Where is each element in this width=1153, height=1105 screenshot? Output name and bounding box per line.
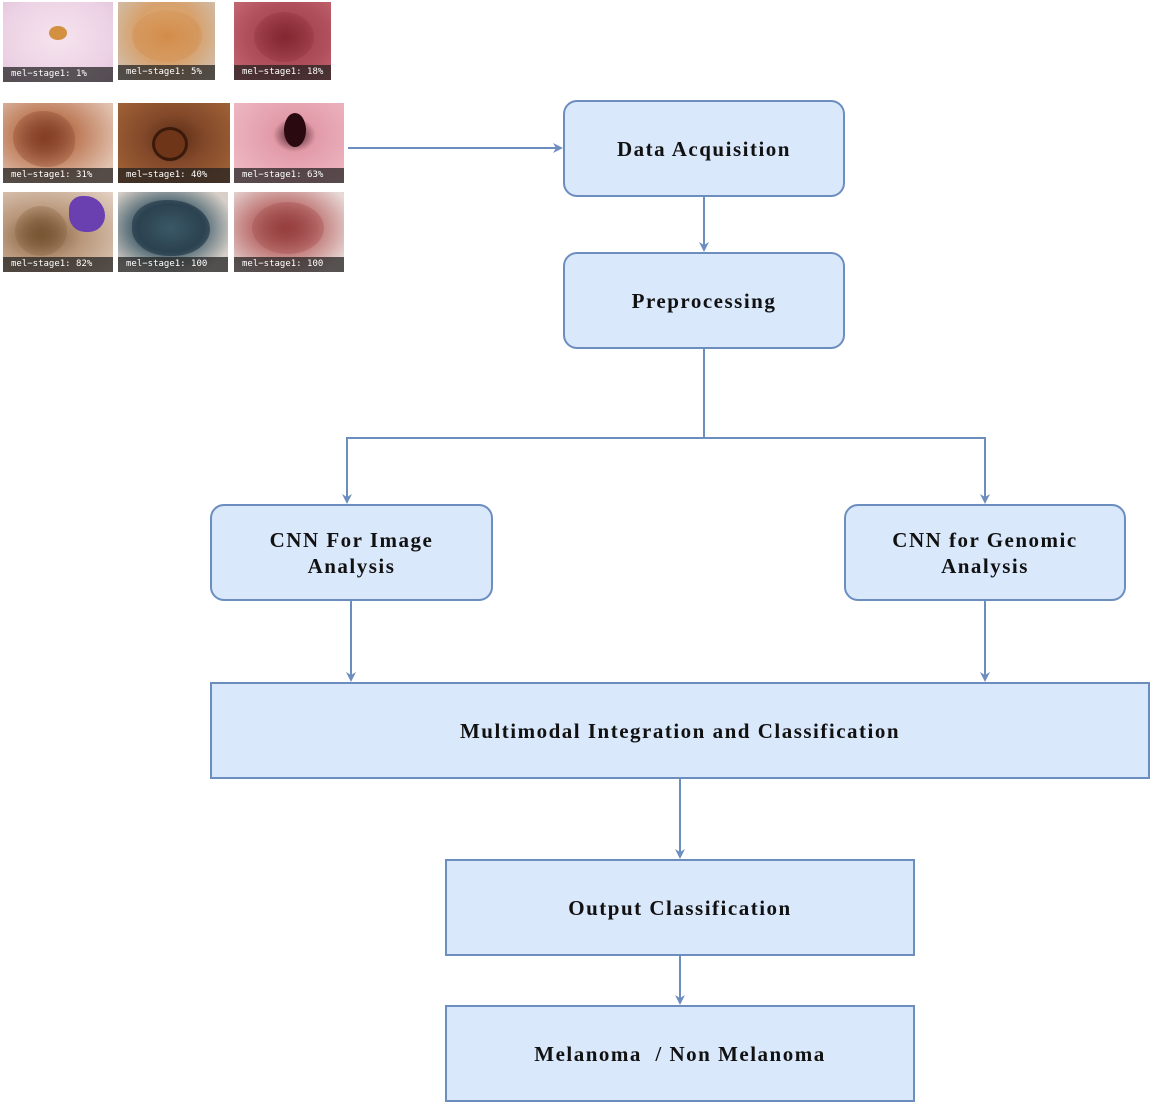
lesion-image-caption: mel−stage1: 5% bbox=[118, 65, 215, 80]
lesion-image-caption: mel−stage1: 63% bbox=[234, 168, 344, 183]
lesion-image-caption: mel−stage1: 100 bbox=[118, 257, 228, 272]
cnn-image-label-line2: Analysis bbox=[307, 553, 396, 578]
output-classification-label: Output Classification bbox=[568, 895, 792, 920]
lesion-spot bbox=[284, 113, 306, 147]
lesion-image-2: mel−stage1: 5% bbox=[118, 2, 215, 80]
multimodal-integration-label: Multimodal Integration and Classificatio… bbox=[459, 718, 901, 743]
lesion-spot bbox=[132, 10, 202, 62]
lesion-spot bbox=[15, 206, 67, 256]
melanoma-result-label: Melanoma / Non Melanoma bbox=[534, 1041, 826, 1066]
lesion-image-1: mel−stage1: 1% bbox=[3, 2, 113, 82]
lesion-spot bbox=[13, 111, 75, 167]
cnn-image-label-line1: CNN For Image bbox=[269, 527, 434, 552]
lesion-image-caption: mel−stage1: 82% bbox=[3, 257, 113, 272]
lesion-spot bbox=[49, 26, 67, 40]
lesion-image-7: mel−stage1: 82% bbox=[3, 192, 113, 272]
lesion-image-caption: mel−stage1: 18% bbox=[234, 65, 331, 80]
lesion-image-4: mel−stage1: 31% bbox=[3, 103, 113, 183]
preprocessing-label: Preprocessing bbox=[631, 288, 777, 313]
lesion-image-3: mel−stage1: 18% bbox=[234, 2, 331, 80]
preprocessing-node: Preprocessing bbox=[563, 252, 845, 349]
lesion-image-8: mel−stage1: 100 bbox=[118, 192, 228, 272]
cnn-genomic-label-line1: CNN for Genomic bbox=[892, 527, 1078, 552]
output-classification-node: Output Classification bbox=[445, 859, 915, 956]
lesion-image-5: mel−stage1: 40% bbox=[118, 103, 230, 183]
data-acquisition-label: Data Acquisition bbox=[617, 136, 791, 161]
lesion-spot bbox=[152, 127, 188, 161]
lesion-image-caption: mel−stage1: 40% bbox=[118, 168, 230, 183]
arrow-split-to-cnn-genomic bbox=[704, 437, 990, 504]
lesion-spot bbox=[254, 12, 314, 62]
ink-mark bbox=[69, 196, 105, 232]
data-acquisition-node: Data Acquisition bbox=[563, 100, 845, 197]
lesion-spot bbox=[252, 202, 324, 254]
lesion-image-caption: mel−stage1: 1% bbox=[3, 67, 113, 82]
cnn-genomic-analysis-node: CNN for Genomic Analysis bbox=[844, 504, 1126, 601]
arrow-split-to-cnn-image bbox=[342, 437, 704, 504]
cnn-genomic-label-line2: Analysis bbox=[941, 553, 1029, 578]
lesion-image-9: mel−stage1: 100 bbox=[234, 192, 344, 272]
lesion-image-caption: mel−stage1: 31% bbox=[3, 168, 113, 183]
lesion-spot bbox=[132, 200, 210, 256]
lesion-image-caption: mel−stage1: 100 bbox=[234, 257, 344, 272]
cnn-image-analysis-node: CNN For Image Analysis bbox=[210, 504, 493, 601]
lesion-image-6: mel−stage1: 63% bbox=[234, 103, 344, 183]
melanoma-result-node: Melanoma / Non Melanoma bbox=[445, 1005, 915, 1102]
multimodal-integration-node: Multimodal Integration and Classificatio… bbox=[210, 682, 1150, 779]
